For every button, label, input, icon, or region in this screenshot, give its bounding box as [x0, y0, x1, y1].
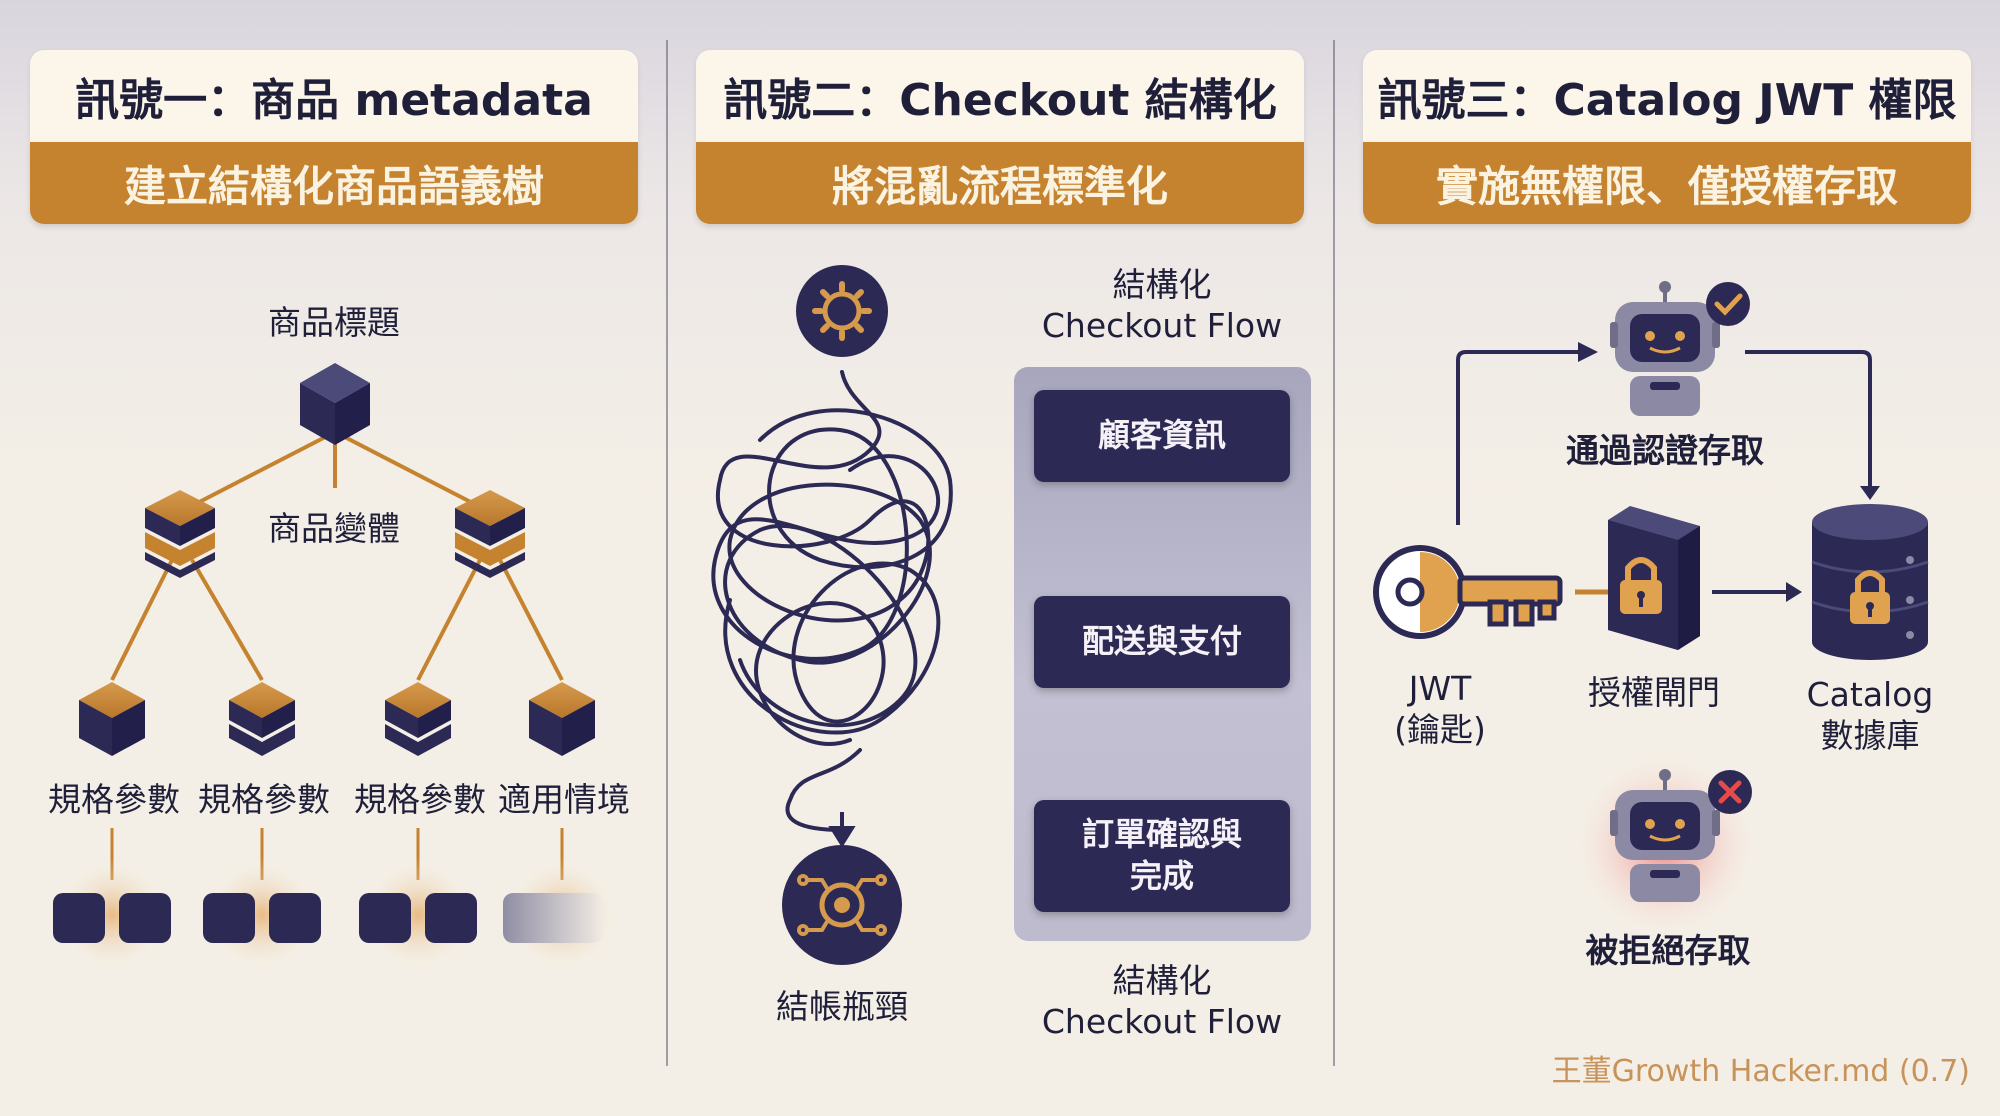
- tangle-to-bottleneck-arrow: [828, 812, 856, 848]
- label-spec-1: 規格參數: [48, 780, 180, 819]
- deny-badge-icon: [1708, 770, 1752, 814]
- leaf-data-blocks: [53, 893, 603, 943]
- leaf-cube-1-icon: [79, 682, 145, 756]
- variant-cube-left-icon: [145, 490, 215, 578]
- label-checkout-bottleneck: 結帳瓶頸: [776, 987, 908, 1026]
- flow-title-top: 結構化 Checkout Flow: [1041, 265, 1283, 346]
- panel-3-header: 訊號三：Catalog JWT 權限 實施無權限、僅授權存取: [1363, 50, 1971, 224]
- flow-step-1: 顧客資訊: [1034, 390, 1290, 482]
- tree-connectors: [110, 430, 564, 682]
- leaf-cube-3-icon: [385, 682, 451, 756]
- flow-title-bottom: 結構化 Checkout Flow: [1041, 961, 1283, 1042]
- label-catalog-db: Catalog 數據庫: [1806, 675, 1934, 756]
- label-spec-3: 規格參數: [354, 780, 486, 819]
- label-jwt-key: JWT (鑰匙): [1394, 669, 1486, 750]
- label-spec-2: 規格參數: [198, 780, 330, 819]
- jwt-key-icon: [1373, 545, 1563, 639]
- label-approved-access: 通過認證存取: [1566, 431, 1764, 470]
- panel-divider-2: [1333, 40, 1335, 1066]
- panel-jwt: 訊號三：Catalog JWT 權限 實施無權限、僅授權存取: [1333, 0, 2000, 1116]
- leaf-cube-4-icon: [529, 682, 595, 756]
- watermark: 王董Growth Hacker.md (0.7): [1551, 1054, 1970, 1089]
- flow-step-2: 配送與支付: [1034, 596, 1290, 688]
- panel-2-header: 訊號二：Checkout 結構化 將混亂流程標準化: [696, 50, 1304, 224]
- panel-metadata: 訊號一：商品 metadata 建立結構化商品語義樹: [0, 0, 666, 1116]
- leaf-stub-lines: [110, 828, 564, 880]
- access-path-arrows: [1456, 350, 1872, 594]
- bottleneck-icon: [782, 845, 902, 965]
- panel-3-title: 訊號三：Catalog JWT 權限: [1363, 50, 1971, 142]
- label-product-title: 商品標題: [268, 303, 400, 342]
- label-use-context: 適用情境: [498, 780, 630, 819]
- flow-step-3: 訂單確認與 完成: [1034, 800, 1290, 912]
- catalog-database-icon: [1811, 504, 1929, 660]
- arrow-heads: [1578, 342, 1880, 602]
- variant-cube-right-icon: [455, 490, 525, 578]
- authorization-gate-icon: [1608, 506, 1700, 650]
- tangled-process-lines: [711, 370, 953, 832]
- label-product-variant: 商品變體: [268, 509, 400, 548]
- label-auth-gate: 授權閘門: [1588, 673, 1720, 712]
- panel-1-header: 訊號一：商品 metadata 建立結構化商品語義樹: [30, 50, 638, 224]
- panel-checkout: 訊號二：Checkout 結構化 將混亂流程標準化: [666, 0, 1333, 1116]
- panel-2-subtitle: 將混亂流程標準化: [696, 142, 1304, 224]
- check-badge-icon: [1706, 282, 1750, 326]
- root-cube-icon: [300, 363, 370, 445]
- panel-3-subtitle: 實施無權限、僅授權存取: [1363, 142, 1971, 224]
- approved-robot-icon: [1610, 281, 1720, 416]
- panel-1-subtitle: 建立結構化商品語義樹: [30, 142, 638, 224]
- panel-2-title: 訊號二：Checkout 結構化: [696, 50, 1304, 142]
- label-denied-access: 被拒絕存取: [1585, 931, 1751, 970]
- panel-divider-1: [666, 40, 668, 1066]
- leaf-cube-2-icon: [229, 682, 295, 756]
- gear-icon: [796, 265, 888, 357]
- panel-1-title: 訊號一：商品 metadata: [30, 50, 638, 142]
